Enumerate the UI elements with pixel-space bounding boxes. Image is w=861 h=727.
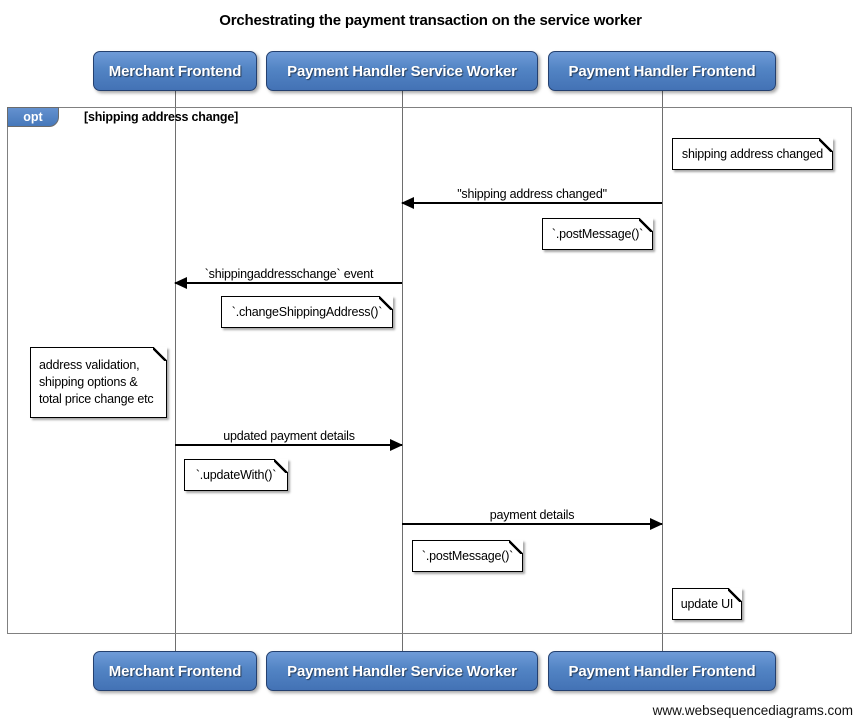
actor-top-payment-handler-service-worker: Payment Handler Service Worker (266, 51, 538, 91)
message-label-shippingaddresschange-event: `shippingaddresschange` event (204, 267, 374, 281)
actor-label: Payment Handler Service Worker (287, 662, 517, 680)
note-address-validation: address validation, shipping options & t… (30, 347, 167, 418)
actor-bottom-payment-handler-service-worker: Payment Handler Service Worker (266, 651, 538, 691)
lifeline-payment-handler-frontend (662, 91, 663, 651)
message-arrow-shipping-address-changed (401, 197, 662, 209)
actor-top-payment-handler-frontend: Payment Handler Frontend (548, 51, 776, 91)
message-label-shipping-address-changed: "shipping address changed" (457, 187, 607, 201)
note-postmessage-2: `.postMessage()` (412, 540, 523, 572)
actor-bottom-merchant-frontend: Merchant Frontend (93, 651, 257, 691)
message-arrow-updated-payment-details (175, 439, 403, 451)
lifeline-payment-handler-service-worker (402, 91, 403, 651)
diagram-title: Orchestrating the payment transaction on… (219, 12, 642, 29)
arrowhead-right-icon (650, 518, 663, 530)
arrowhead-right-icon (390, 439, 403, 451)
opt-frame-tab: opt (7, 107, 59, 127)
note-shipping-address-changed: shipping address changed (672, 138, 833, 170)
arrowhead-left-icon (174, 277, 187, 289)
note-postmessage-1: `.postMessage()` (542, 218, 653, 250)
actor-top-merchant-frontend: Merchant Frontend (93, 51, 257, 91)
actor-label: Merchant Frontend (108, 62, 242, 80)
actor-label: Payment Handler Service Worker (287, 62, 517, 80)
opt-frame (7, 107, 852, 634)
note-update-ui: update UI (672, 588, 742, 620)
actor-label: Payment Handler Frontend (568, 62, 756, 80)
watermark-url: www.websequencediagrams.com (652, 703, 853, 718)
arrowhead-left-icon (401, 197, 414, 209)
actor-label: Merchant Frontend (108, 662, 242, 680)
message-label-payment-details: payment details (489, 508, 575, 522)
opt-operator-label: opt (23, 110, 43, 124)
opt-frame-condition: [shipping address change] (84, 110, 239, 124)
lifeline-merchant-frontend (175, 91, 176, 651)
message-arrow-payment-details (402, 518, 663, 530)
actor-bottom-payment-handler-frontend: Payment Handler Frontend (548, 651, 776, 691)
note-updatewith: `.updateWith()` (184, 459, 288, 491)
actor-label: Payment Handler Frontend (568, 662, 756, 680)
note-change-shipping-address: `.changeShippingAddress()` (221, 296, 393, 328)
message-label-updated-payment-details: updated payment details (223, 429, 355, 443)
message-arrow-shippingaddresschange-event (174, 277, 402, 289)
